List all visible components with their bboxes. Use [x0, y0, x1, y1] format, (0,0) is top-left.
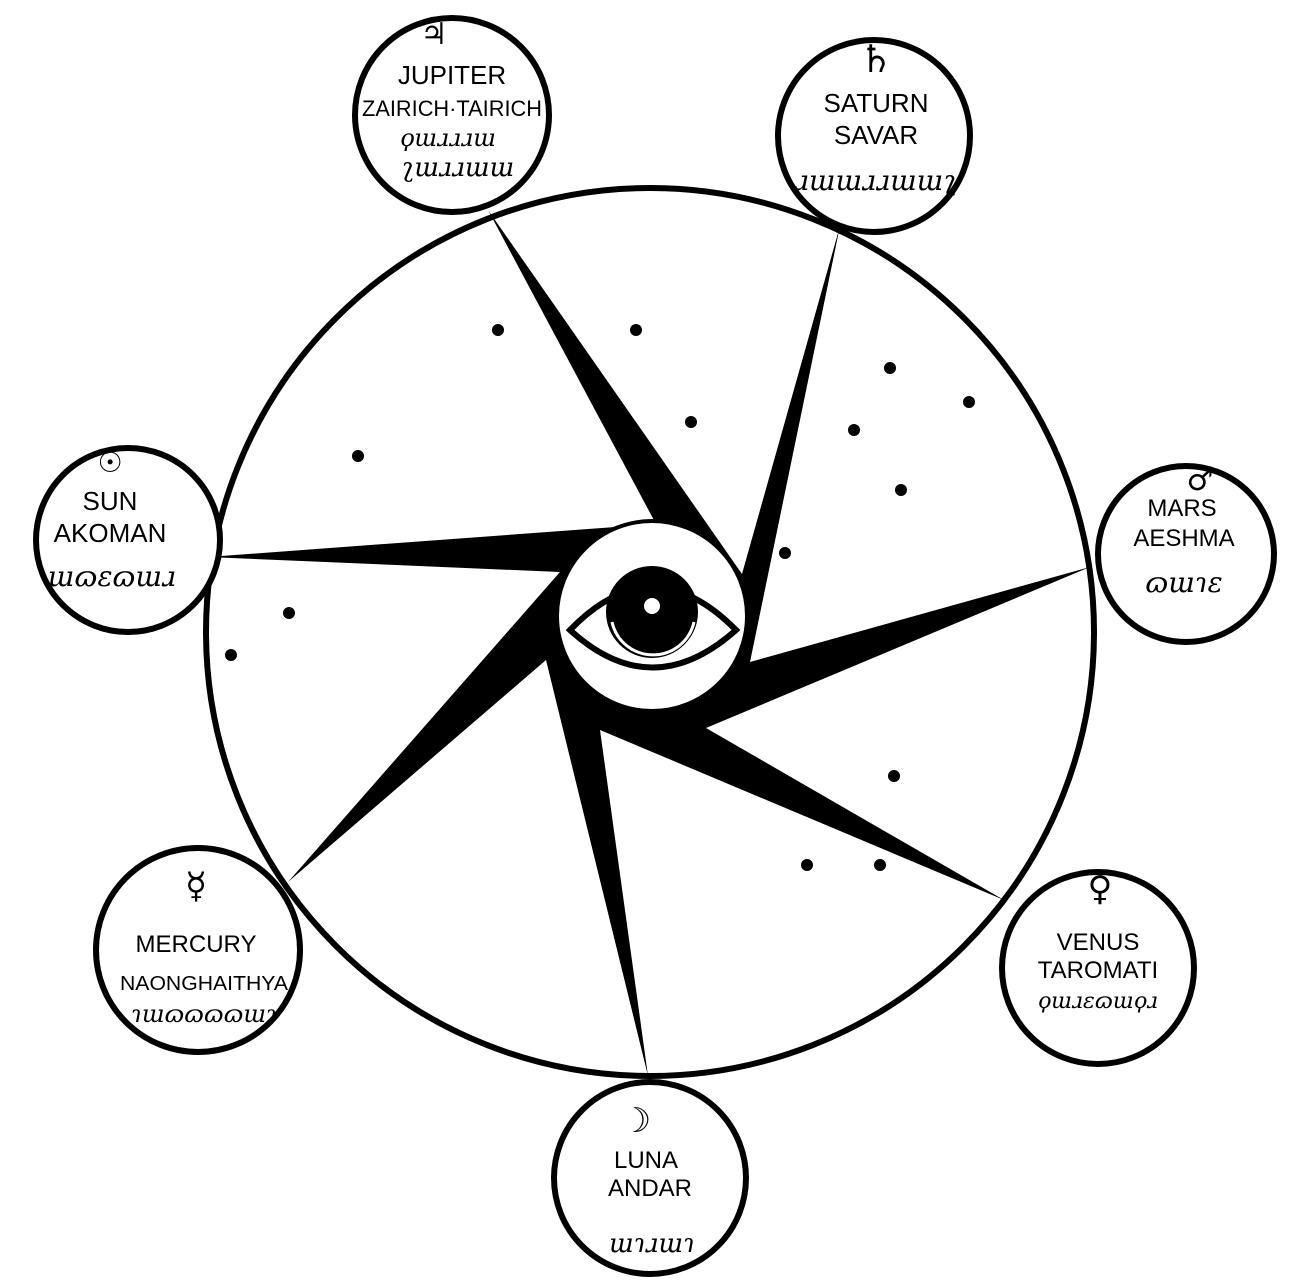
- dot: [801, 859, 813, 871]
- planet-alias: ZAIRICH·TAIRICH: [362, 96, 542, 121]
- dot: [352, 450, 364, 462]
- venus-symbol-icon: ♀: [1088, 869, 1113, 909]
- planet-script: ɯɷɛɷɯɹ: [48, 560, 176, 593]
- planet-name: VENUS: [1057, 929, 1140, 956]
- planet-script: ʅɯɹɹɯɯ: [402, 153, 515, 183]
- sun-symbol-icon: ☉: [97, 446, 122, 479]
- dot: [630, 324, 642, 336]
- planet-name: MARS: [1147, 495, 1216, 522]
- planet-alias: AKOMAN: [54, 518, 167, 548]
- moon-symbol-icon: ☽: [621, 1101, 651, 1141]
- planet-name: SUN: [83, 486, 138, 516]
- planet-script: ɹɯɯɹɹɯɯʅ: [794, 164, 957, 197]
- planet-name: JUPITER: [398, 60, 506, 90]
- planet-mars: ♂MARS AESHMA ɷɯɿɛ: [1098, 463, 1274, 642]
- dot: [963, 396, 975, 408]
- dot: [768, 782, 780, 794]
- planet-script: ɯɿɹɯɿ: [609, 1229, 695, 1259]
- dot: [848, 424, 860, 436]
- dot: [685, 416, 697, 428]
- planet-name: SATURN: [824, 88, 929, 118]
- planet-alias: TAROMATI: [1038, 957, 1158, 984]
- planet-name: MERCURY: [136, 931, 257, 958]
- dot: [779, 547, 791, 559]
- dot: [895, 484, 907, 496]
- dot: [283, 607, 295, 619]
- planet-name: LUNA: [614, 1147, 678, 1174]
- planet-script: ɷɯɿɛ: [1145, 566, 1222, 599]
- planet-script: ϙɯɹɛɷɯϙɹ: [1038, 989, 1158, 1014]
- planet-mercury: ☿ MERCURY NAONGHAITHYA ɿɯɷɷɷɷɯɿ: [96, 848, 300, 1052]
- planet-alias: SAVAR: [834, 120, 918, 150]
- dot: [492, 324, 504, 336]
- planet-alias: AESHMA: [1133, 525, 1234, 552]
- eye-icon: [557, 521, 747, 711]
- mercury-symbol-icon: ☿: [185, 866, 207, 907]
- saturn-symbol-icon: ♄: [859, 37, 893, 81]
- planet-script: ɿɯɷɷɷɷɯɿ: [131, 1000, 277, 1028]
- dot: [888, 770, 900, 782]
- dot: [884, 362, 896, 374]
- planet-alias: NAONGHAITHYA: [120, 973, 289, 995]
- planet-script: ϙɯɹɹɹɯ: [400, 124, 496, 152]
- planet-alias: ANDAR: [608, 1175, 692, 1202]
- jupiter-symbol-icon: ♃: [421, 17, 448, 52]
- dot: [225, 649, 237, 661]
- dot: [874, 859, 886, 871]
- mars-symbol-icon: ♂: [1187, 463, 1214, 498]
